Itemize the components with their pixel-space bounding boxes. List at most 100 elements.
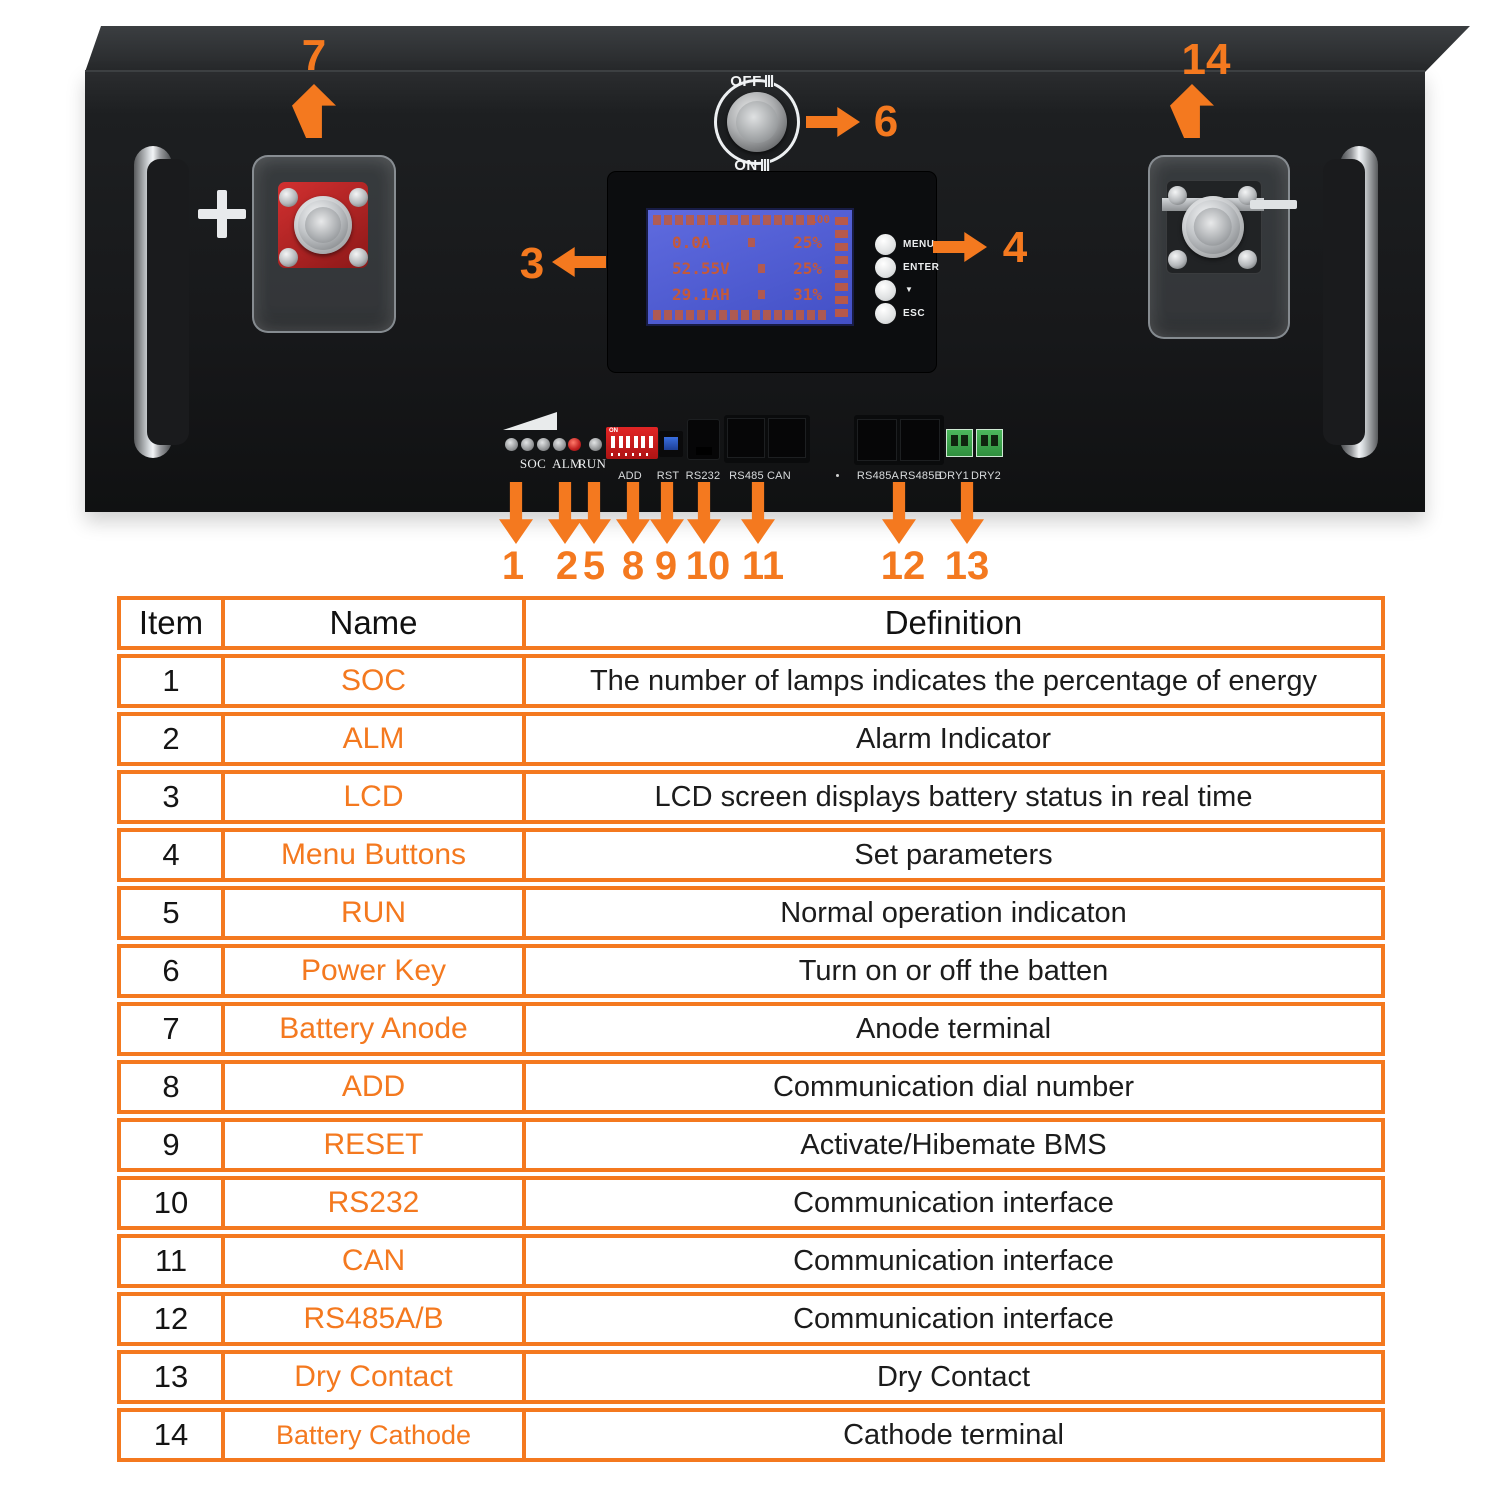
row-name: RS232: [221, 1180, 526, 1226]
down-arrow-icon: ▼: [905, 285, 914, 294]
callout-11: 11: [741, 544, 785, 588]
callout-6: 6: [873, 97, 899, 146]
row-definition: Communication interface: [793, 1186, 1114, 1219]
row-item: 4: [162, 837, 180, 872]
lcd-symbol-icon: [757, 263, 765, 273]
row-item: 3: [162, 779, 180, 814]
row-name: LCD: [221, 774, 526, 820]
dry1-terminal: [946, 429, 973, 457]
rs485-can-port-group: [724, 415, 810, 463]
lcd-header-value: 100: [810, 213, 830, 226]
callout-1: 1: [501, 544, 525, 588]
table-header-row: Item Name Definition: [117, 596, 1385, 650]
soc-led: [521, 438, 534, 451]
row-definition: Activate/Hibemate BMS: [800, 1128, 1107, 1161]
table-row: 3 LCD LCD screen displays battery status…: [117, 770, 1385, 824]
callout-12: 12: [880, 544, 926, 588]
device-top-face: [85, 26, 1470, 72]
power-off-label: OFF: [712, 73, 792, 90]
rs485a-port-label: RS485A: [856, 470, 900, 482]
reset-switch: [659, 431, 683, 457]
rs232-slot: [696, 447, 712, 455]
anode-screw: [279, 188, 298, 207]
lcd-header-blocks: [653, 215, 818, 225]
cathode-bolt-core: [1193, 207, 1233, 247]
dry2-port-label: DRY2: [971, 470, 1001, 482]
row-definition: Cathode terminal: [843, 1418, 1064, 1451]
rst-port-label: RST: [656, 470, 680, 482]
left-handle: [134, 146, 189, 458]
enter-button-label: ENTER: [903, 262, 940, 273]
row-name: Battery Anode: [221, 1006, 526, 1052]
right-handle: [1323, 146, 1378, 458]
row-name: RUN: [221, 890, 526, 936]
callout-8: 8: [621, 544, 645, 588]
add-port-label: ADD: [618, 470, 642, 482]
dip-toggles: [611, 436, 653, 448]
rs485a-port: [857, 419, 897, 461]
minus-symbol: [1250, 200, 1297, 209]
row-name: RESET: [221, 1122, 526, 1168]
table-row: 7 Battery Anode Anode terminal: [117, 1002, 1385, 1056]
soc-led: [505, 438, 518, 451]
rs485ab-port-group: [854, 415, 944, 465]
anode-bolt-core: [305, 207, 341, 243]
row-name: Power Key: [221, 948, 526, 994]
lcd-symbol-icon: [748, 237, 756, 247]
table-row: 2 ALM Alarm Indicator: [117, 712, 1385, 766]
row-definition: Dry Contact: [876, 1360, 1031, 1393]
row-name: RS485A/B: [221, 1296, 526, 1342]
power-on-label: ON: [712, 157, 792, 174]
cathode-screw: [1168, 250, 1187, 269]
header-name: Name: [221, 600, 526, 646]
alm-led: [568, 438, 581, 451]
row-item: 13: [153, 1359, 189, 1394]
row-definition: Communication dial number: [772, 1070, 1135, 1103]
cathode-screw: [1168, 186, 1187, 205]
callout-2: 2: [555, 544, 579, 588]
callout-3: 3: [519, 239, 545, 288]
add-dip-switch: ON: [606, 427, 658, 459]
lcd-level-bars: [835, 217, 848, 317]
lcd-symbol-icon: [757, 290, 765, 300]
row-item: 10: [153, 1185, 189, 1220]
row-name: CAN: [221, 1238, 526, 1284]
row-name: Menu Buttons: [221, 832, 526, 878]
callout-4: 4: [1002, 223, 1028, 272]
row-definition: The number of lamps indicates the percen…: [589, 664, 1318, 697]
esc-button: [875, 303, 896, 324]
alm-label: ALM: [552, 456, 582, 471]
cathode-bolt: [1182, 196, 1244, 258]
reset-switch-toggle: [664, 437, 678, 450]
rs485-port: [727, 418, 765, 458]
panel-dot: [836, 474, 839, 477]
callout-9: 9: [654, 544, 678, 588]
device-panel-edge: [85, 70, 1425, 72]
anode-screw: [279, 248, 298, 267]
callout-13: 13: [944, 544, 990, 588]
row-definition: Communication interface: [793, 1302, 1114, 1335]
plus-vertical-bar: [217, 190, 227, 238]
row-name: Dry Contact: [221, 1354, 526, 1400]
rs232-port-label: RS232: [685, 470, 721, 482]
callout-7: 7: [301, 31, 327, 80]
rs485-can-port-label: RS485 CAN: [729, 470, 791, 482]
soc-led: [553, 438, 566, 451]
row-name: ALM: [221, 716, 526, 762]
table-row: 1 SOC The number of lamps indicates the …: [117, 654, 1385, 708]
row-item: 2: [162, 721, 180, 756]
dip-on-label: ON: [609, 428, 618, 434]
table-row: 9 RESET Activate/Hibemate BMS: [117, 1118, 1385, 1172]
left-handle-cutout: [147, 159, 189, 445]
table-row: 5 RUN Normal operation indicaton: [117, 886, 1385, 940]
run-led: [589, 438, 602, 451]
spec-table: Item Name Definition 1 SOC The number of…: [117, 596, 1385, 1466]
power-key-ring: [714, 79, 800, 165]
dip-numbers: [611, 453, 653, 456]
row-definition: Communication interface: [793, 1244, 1114, 1277]
row-definition: Turn on or off the batten: [798, 954, 1109, 987]
row-definition: LCD screen displays battery status in re…: [654, 780, 1253, 813]
callout-5: 5: [582, 544, 606, 588]
